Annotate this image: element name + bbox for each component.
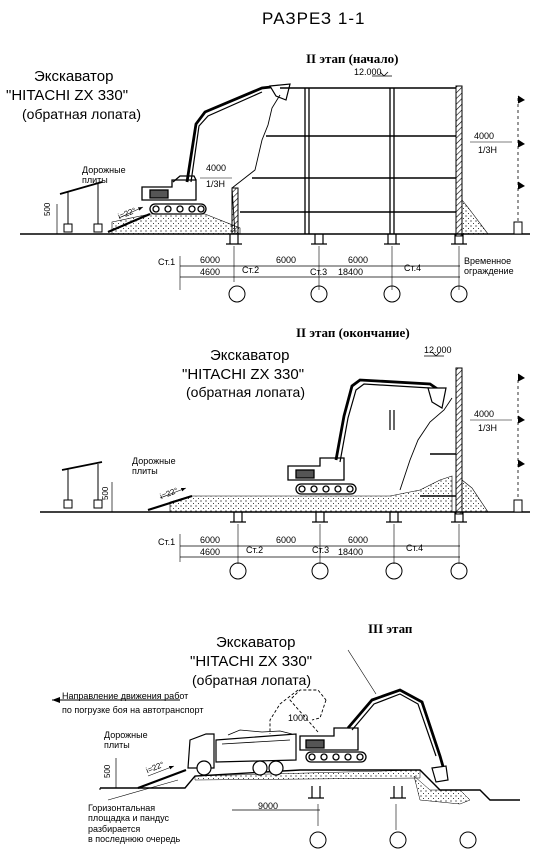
dim-1-3h-right-1: 1/3H (478, 145, 498, 155)
dim-4000-mid-1: 4000 (206, 163, 227, 173)
excavator-3-model: "HITACHI ZX 330" (190, 653, 313, 670)
section-2 (40, 351, 530, 580)
work-direction-label: Направление движения работ по погрузке б… (62, 691, 204, 716)
section-1 (20, 71, 530, 303)
slabs-3-label: Дорожные плиты (104, 730, 148, 751)
excavator-1-name: Экскаватор (34, 68, 114, 85)
dim-4000-right-1: 4000 (474, 131, 495, 141)
dim-4000-2: 4000 (474, 409, 495, 419)
dim-6000-a-2: 6000 (200, 535, 221, 545)
dim-4600-2: 4600 (200, 547, 221, 557)
shelter-2 (61, 461, 103, 509)
stage-2-label: II этап (окончание) (296, 325, 410, 340)
excavator-3-type: (обратная лопата) (192, 672, 312, 688)
dim-4600-1: 4600 (200, 267, 221, 277)
excavator-3-name: Экскаватор (216, 634, 296, 651)
building-frame-2 (230, 367, 489, 523)
slabs-1-label: Дорожные плиты (82, 165, 126, 186)
column-st2-2: Ст.2 (246, 545, 264, 555)
section-3 (52, 649, 520, 849)
column-st2-1: Ст.2 (242, 265, 260, 275)
dim-6000-b-1: 6000 (276, 255, 297, 265)
dim-1-3h-mid-1: 1/3H (206, 179, 226, 189)
column-st4-2: Ст.4 (406, 543, 424, 553)
platform-note: Горизонтальная площадка и пандус разбира… (88, 803, 181, 845)
dim-6000-c-1: 6000 (348, 255, 369, 265)
dim-1000: 1000 (288, 713, 309, 723)
building-frame-1 (226, 85, 489, 245)
dim-6000-b-2: 6000 (276, 535, 297, 545)
dim-6000-a-1: 6000 (200, 255, 221, 265)
excavator-2-model: "HITACHI ZX 330" (182, 366, 305, 383)
column-st3-2: Ст.3 (312, 545, 330, 555)
excavator-2-type: (обратная лопата) (186, 384, 306, 400)
stage-1-label: II этап (начало) (306, 51, 399, 66)
dim-9000: 9000 (258, 801, 279, 811)
height-500-3: 500 (103, 764, 112, 778)
dim-18400-1: 18400 (338, 267, 364, 277)
dim-18400-2: 18400 (338, 547, 364, 557)
dim-6000-c-2: 6000 (348, 535, 369, 545)
elevation-2: 12.000 (424, 345, 452, 355)
temp-fence-label: Временное ограждение (464, 256, 514, 277)
height-500-1: 500 (43, 202, 52, 216)
dump-truck (187, 729, 297, 776)
page-title: РАЗРЕЗ 1-1 (262, 9, 366, 28)
column-st4-1: Ст.4 (404, 263, 422, 273)
dim-1-3h-2: 1/3H (478, 423, 498, 433)
column-st1-1: Ст.1 (158, 257, 176, 267)
elevation-1: 12.000 (354, 67, 382, 77)
excavator-1-model: "HITACHI ZX 330" (6, 87, 129, 104)
excavator-1 (141, 83, 291, 215)
column-st1-2: Ст.1 (158, 537, 176, 547)
column-st3-1: Ст.3 (310, 267, 328, 277)
excavator-2 (287, 378, 447, 495)
shelter-1 (59, 181, 103, 233)
excavator-2-name: Экскаватор (210, 347, 290, 364)
stage-3-label: III этап (368, 621, 413, 636)
excavator-3 (269, 688, 449, 783)
excavator-1-type: (обратная лопата) (22, 106, 142, 122)
height-500-2: 500 (101, 486, 110, 500)
slabs-2-label: Дорожные плиты (132, 456, 176, 477)
